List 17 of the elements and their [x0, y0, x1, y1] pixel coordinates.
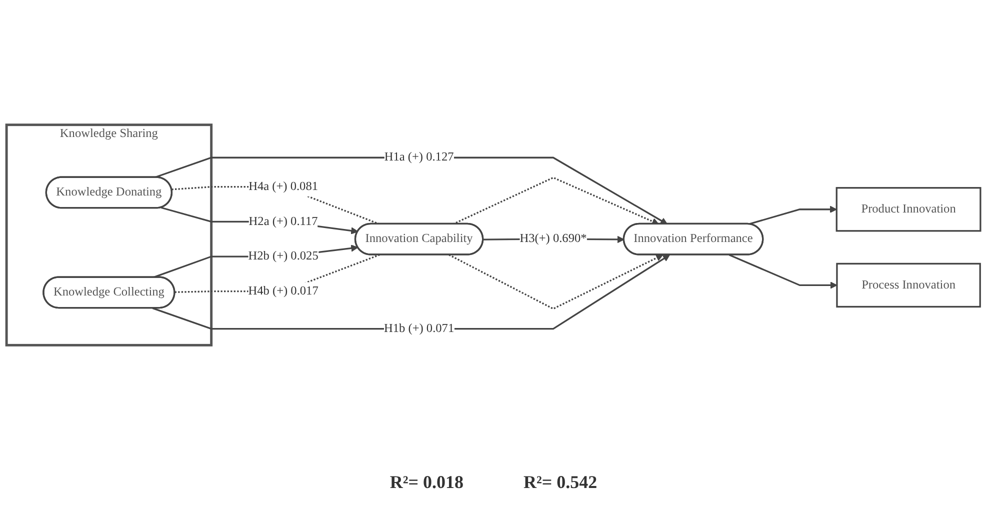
edge-label: H2b (+) 0.025 [248, 250, 318, 263]
edge-label: H1b (+) 0.071 [384, 322, 454, 336]
arrow [448, 254, 664, 310]
arrow [160, 206, 358, 234]
edge-label: H2a (+) 0.117 [248, 214, 318, 228]
arrow [152, 244, 358, 278]
r-squared-note: R²= 0.542 [524, 472, 598, 493]
arrow [728, 254, 838, 289]
arrow [452, 176, 659, 225]
arrow [748, 206, 837, 225]
edge-label: H1a (+) 0.127 [384, 150, 454, 164]
edge-label: H4a (+) 0.081 [248, 180, 318, 194]
r-squared-note: R²= 0.018 [390, 472, 464, 493]
edge-label: H4b (+) 0.017 [248, 284, 318, 298]
node-box: Process Innovation [836, 262, 981, 308]
edge-label: H3(+) 0.690* [520, 232, 587, 246]
node-box: Product Innovation [836, 187, 982, 232]
